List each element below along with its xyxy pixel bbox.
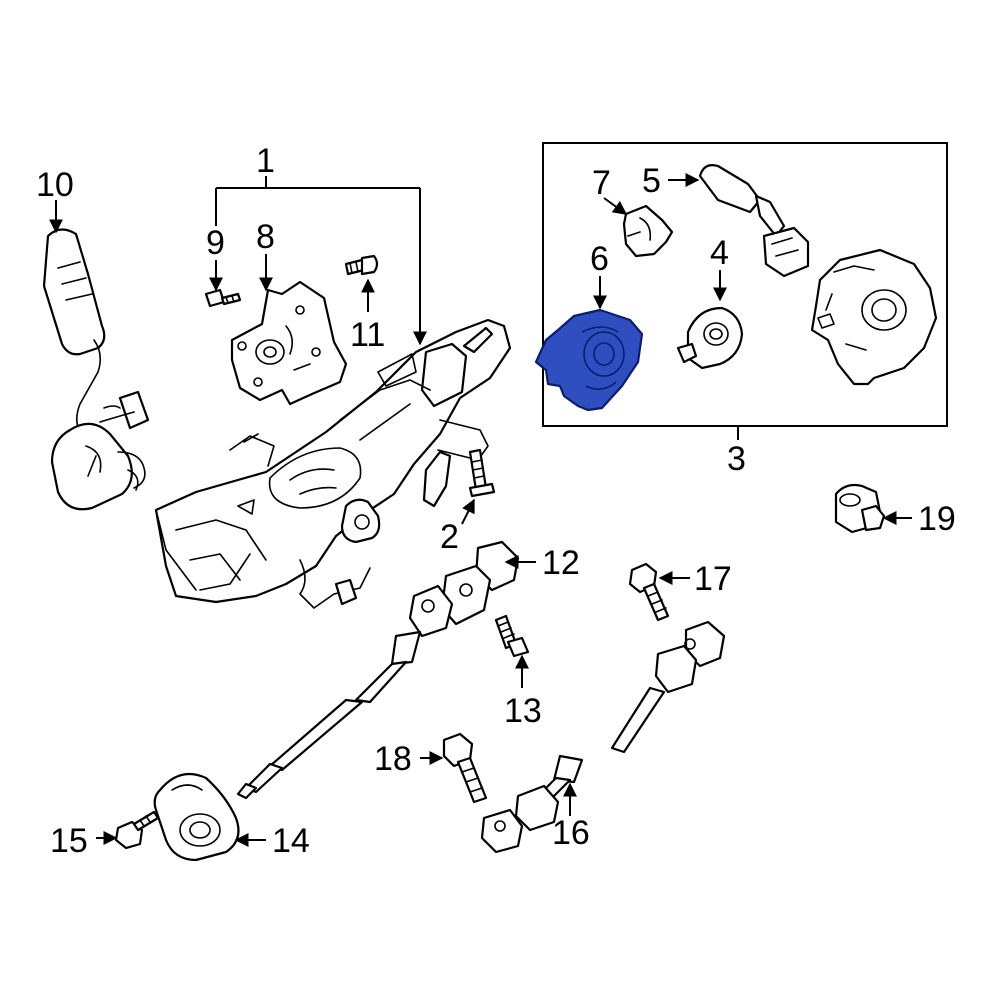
callout-2: 2: [440, 518, 459, 556]
callout-14: 14: [272, 822, 310, 860]
callout-6: 6: [590, 240, 609, 278]
part-11-bolt[interactable]: [344, 254, 379, 276]
part-15-bolt[interactable]: [114, 810, 160, 850]
callout-18: 18: [374, 740, 412, 778]
callout-11: 11: [350, 316, 385, 354]
part-14-seal[interactable]: [153, 772, 240, 862]
callout-8: 8: [256, 218, 275, 256]
part-12-intermediate-shaft[interactable]: [236, 540, 520, 800]
part-1-steering-column[interactable]: [154, 318, 512, 609]
callout-13: 13: [504, 692, 542, 730]
callout-1: 1: [256, 142, 275, 180]
part-8-bracket[interactable]: [230, 280, 348, 406]
leader-lines: [49, 173, 912, 847]
callout-9: 9: [206, 224, 225, 262]
part-7-clip[interactable]: [622, 204, 674, 258]
callout-10: 10: [36, 166, 74, 204]
part-9-bolt[interactable]: [204, 288, 242, 308]
part-4-ring[interactable]: [676, 306, 744, 370]
callout-19: 19: [918, 500, 956, 538]
callout-4: 4: [710, 234, 729, 272]
callout-3: 3: [727, 440, 746, 478]
part-17-bolt[interactable]: [628, 562, 670, 622]
part-19-switch[interactable]: [834, 483, 886, 534]
part-6-clockspring-highlighted[interactable]: [534, 308, 644, 412]
part-10-shift-lever[interactable]: [42, 228, 150, 511]
callout-16: 16: [552, 814, 590, 852]
callout-17: 17: [694, 560, 732, 598]
callout-5: 5: [642, 162, 661, 200]
part-2-bolt[interactable]: [468, 448, 496, 498]
inset-box-part-3: [542, 142, 948, 427]
part-18-bolt[interactable]: [442, 732, 488, 804]
part-16-lower-shaft[interactable]: [480, 620, 726, 854]
callout-15: 15: [50, 822, 88, 860]
part-5-stalk-switch[interactable]: [698, 164, 810, 278]
callout-12: 12: [542, 544, 580, 582]
part-13-bolt[interactable]: [494, 614, 530, 658]
callout-7: 7: [592, 164, 611, 202]
inset-switch-housing[interactable]: [810, 248, 938, 386]
